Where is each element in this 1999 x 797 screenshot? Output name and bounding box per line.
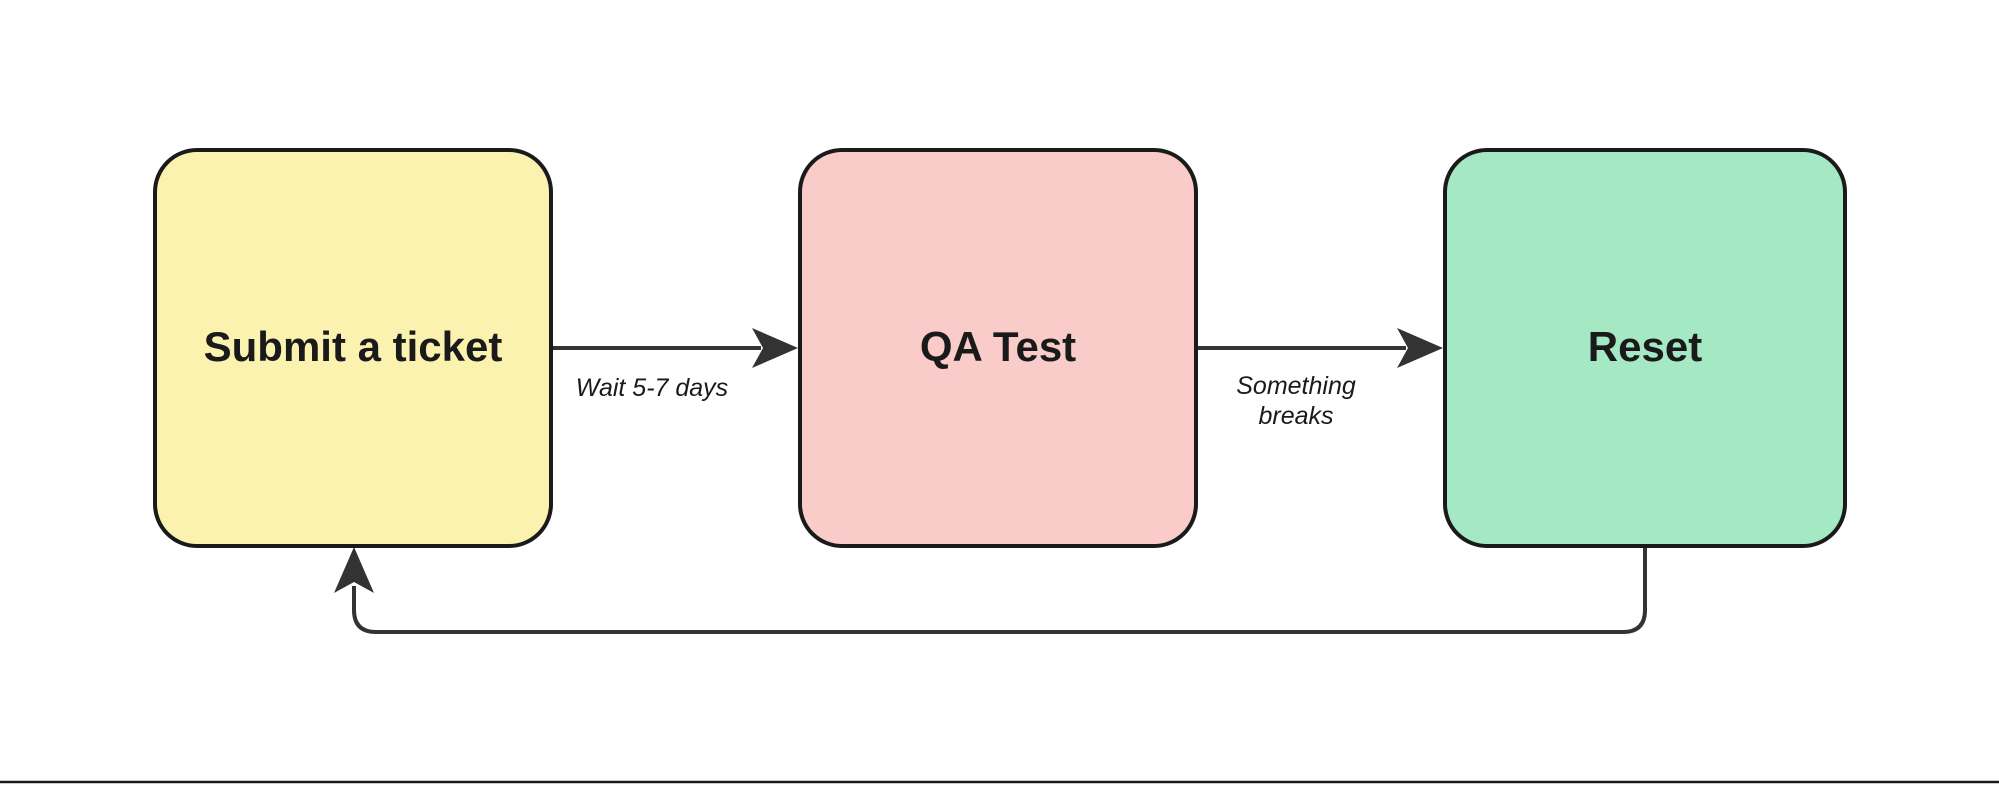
edge-reset-to-submit-arrowhead — [334, 547, 374, 593]
edge-submit-to-qa-arrowhead — [752, 328, 798, 368]
edge-reset-to-submit-line — [352, 547, 1647, 634]
node-submit-a-ticket-shape — [153, 148, 553, 548]
edge-reset-to-submit[interactable] — [334, 547, 1647, 634]
node-qa-test[interactable]: QA Test — [798, 148, 1198, 548]
node-reset[interactable]: Reset — [1443, 148, 1847, 548]
node-submit-a-ticket[interactable]: Submit a ticket — [153, 148, 553, 548]
node-reset-label: Reset — [1588, 323, 1702, 370]
node-qa-test-label: QA Test — [920, 323, 1076, 370]
edge-qa-to-reset[interactable]: Something breaks — [1196, 328, 1443, 430]
edge-qa-to-reset-label-line1: Something — [1236, 372, 1356, 400]
node-reset-shape — [1443, 148, 1847, 548]
edge-submit-to-qa-label: Wait 5-7 days — [576, 374, 728, 402]
node-submit-a-ticket-label: Submit a ticket — [204, 323, 503, 370]
edge-qa-to-reset-arrowhead — [1397, 328, 1443, 368]
node-qa-test-shape — [798, 148, 1198, 548]
edge-qa-to-reset-label-line2: breaks — [1258, 402, 1333, 430]
edge-submit-to-qa[interactable]: Wait 5-7 days — [551, 328, 798, 402]
